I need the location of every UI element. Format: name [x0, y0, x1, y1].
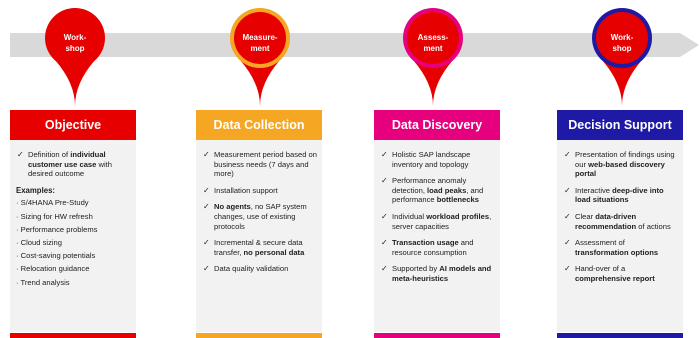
column-body [10, 110, 136, 332]
example-item: · Sizing for HW refresh [16, 211, 93, 221]
pin-label-assessment: Assess-ment [417, 33, 449, 53]
example-item: · Relocation guidance [16, 264, 90, 274]
list-item: ✓Presentation of findings using our web-… [564, 150, 675, 179]
column-items: ✓Holistic SAP landscape inventory and to… [380, 150, 496, 291]
checkmark-icon: ✓ [381, 176, 388, 186]
example-item: · Cloud sizing [16, 237, 63, 247]
pin-label-workshop-2: Work-shop [610, 33, 634, 53]
column-header-data-collection: Data Collection [196, 110, 322, 140]
checkmark-icon: ✓ [381, 211, 388, 221]
pin-label-workshop-1: Work-shop [63, 33, 87, 53]
pin-tail [55, 60, 95, 106]
list-item: ✓Assessment of transformation options [564, 238, 659, 257]
checkmark-icon: ✓ [564, 211, 571, 221]
example-item: · Trend analysis [16, 277, 70, 287]
column-items: ✓ Definition of individual customer use … [16, 150, 132, 291]
list-item: ✓Incremental & secure data transfer, no … [203, 238, 305, 257]
pin-center [49, 12, 101, 64]
list-item: ✓ Definition of individual customer use … [17, 150, 113, 179]
workshop-pin-2-icon [592, 8, 652, 106]
column-items: ✓Measurement period based on business ne… [202, 150, 318, 281]
checkmark-icon: ✓ [203, 202, 210, 212]
column-header-decision-support: Decision Support [557, 110, 683, 140]
column-header-objective: Objective [10, 110, 136, 140]
example-item: · S/4HANA Pre-Study [16, 198, 89, 208]
checkmark-icon: ✓ [203, 238, 210, 248]
workshop-pin-1-icon [45, 8, 105, 106]
column-data-discovery: Data Discovery ✓Holistic SAP landscape i… [374, 110, 500, 338]
list-item: ✓Individual workload profiles, server ca… [381, 211, 492, 231]
checkmark-icon: ✓ [203, 264, 210, 274]
list-item: ✓Interactive deep-dive into load situati… [564, 185, 664, 205]
pin-label-measurement: Measure-ment [242, 33, 278, 53]
list-item: ✓Clear data-driven recommendation of act… [564, 211, 671, 231]
checkmark-icon: ✓ [381, 150, 388, 159]
list-item: ✓Performance anomaly detection, load pea… [381, 176, 484, 205]
measurement-pin-icon [230, 8, 290, 106]
checkmark-icon: ✓ [203, 150, 210, 159]
process-arrow [10, 8, 699, 106]
column-body [374, 110, 500, 332]
pin-center [234, 12, 286, 64]
list-item: ✓Installation support [203, 185, 278, 195]
list-item: ✓No agents, no SAP system changes, use o… [203, 202, 307, 231]
example-item: · Performance problems [16, 224, 98, 234]
column-bottom-bar [10, 333, 136, 338]
column-body [557, 110, 683, 332]
checkmark-icon: ✓ [203, 185, 210, 195]
grey-arrow-shape [10, 33, 699, 57]
column-items: ✓Presentation of findings using our web-… [563, 150, 679, 291]
list-item: ✓Supported by AI models and meta-heurist… [381, 264, 492, 283]
column-bottom-bar [374, 333, 500, 338]
column-data-collection: Data Collection ✓Measurement period base… [196, 110, 322, 338]
examples-title: Examples: [16, 185, 56, 195]
pin-tail [413, 60, 453, 106]
pin-tail [602, 60, 642, 106]
column-objective: Objective ✓ Definition of individual cus… [10, 110, 136, 338]
list-item: ✓Measurement period based on business ne… [203, 150, 318, 179]
column-header-data-discovery: Data Discovery [374, 110, 500, 140]
checkmark-icon: ✓ [381, 238, 388, 248]
column-decision-support: Decision Support ✓Presentation of findin… [557, 110, 683, 338]
checkmark-icon: ✓ [564, 238, 571, 248]
list-item: ✓Hand-over of a comprehensive report [564, 264, 655, 283]
column-body [196, 110, 322, 332]
example-item: · Cost-saving potentials [16, 251, 96, 261]
checkmark-icon: ✓ [564, 185, 571, 195]
pin-center [596, 12, 648, 64]
column-bottom-bar [196, 333, 322, 338]
checkmark-icon: ✓ [564, 264, 571, 274]
column-bottom-bar [557, 333, 683, 338]
pin-tail [240, 60, 280, 106]
checkmark-icon: ✓ [381, 264, 388, 274]
pin-center [407, 12, 459, 64]
list-item: ✓Data quality validation [203, 264, 289, 274]
assessment-pin-icon [403, 8, 463, 106]
checkmark-icon: ✓ [564, 150, 571, 159]
checkmark-icon: ✓ [17, 150, 24, 159]
list-item: ✓Transaction usage and resource consumpt… [381, 238, 474, 257]
list-item: ✓Holistic SAP landscape inventory and to… [381, 150, 471, 169]
